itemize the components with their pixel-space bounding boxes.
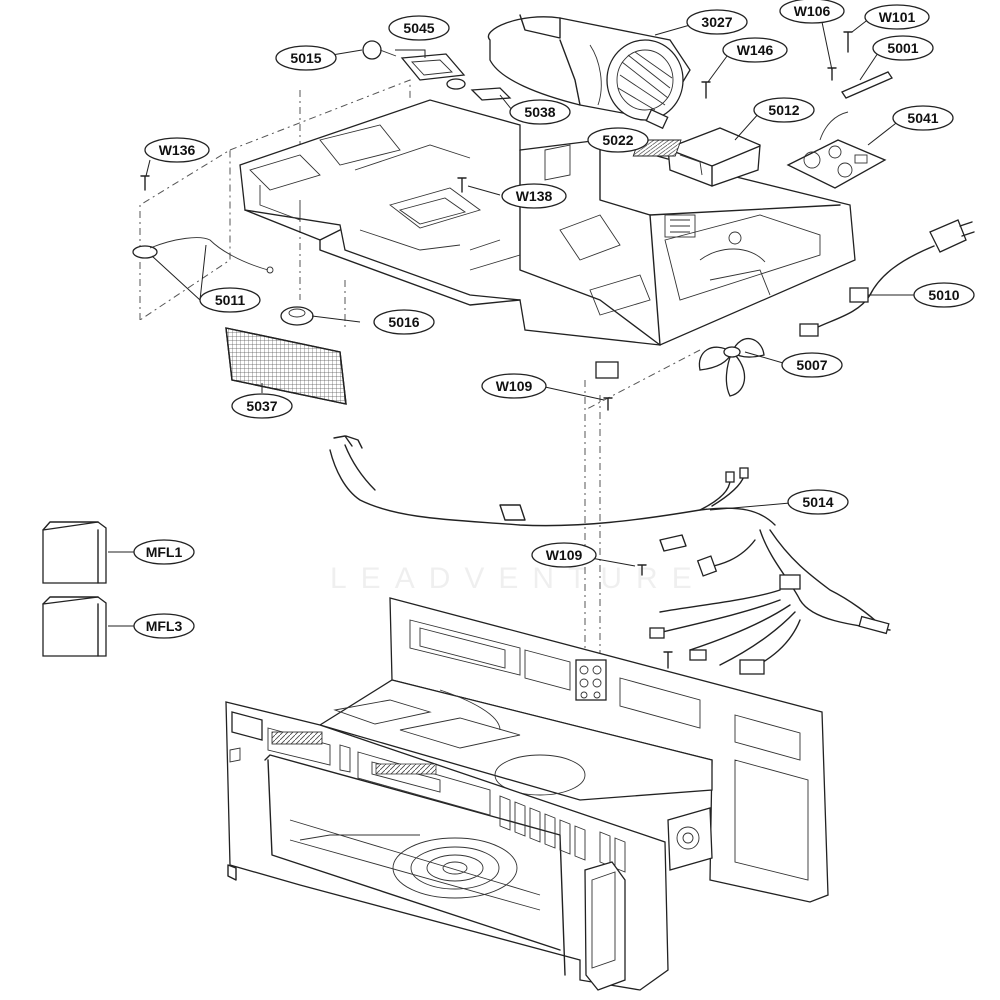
grease-filter-5037 — [225, 327, 347, 405]
callout-W146: W146 — [722, 37, 788, 63]
callout-label: 3027 — [701, 14, 732, 30]
callout-label: W106 — [794, 3, 831, 19]
callout-5022: 5022 — [587, 127, 649, 153]
callout-5010: 5010 — [913, 282, 975, 308]
callout-label: 5041 — [907, 110, 938, 126]
callout-label: W109 — [546, 547, 583, 563]
lamp-and-socket — [362, 40, 466, 90]
callout-W138: W138 — [501, 183, 567, 209]
callout-5014: 5014 — [787, 489, 849, 515]
callout-5041: 5041 — [892, 105, 954, 131]
callout-5012: 5012 — [753, 97, 815, 123]
callout-5015: 5015 — [275, 45, 337, 71]
manual-box-mfl3 — [42, 596, 107, 657]
callout-label: 5022 — [602, 132, 633, 148]
callout-label: 5038 — [524, 104, 555, 120]
callout-label: W101 — [879, 9, 916, 25]
thermostat-5016 — [280, 306, 314, 326]
connector-block — [595, 361, 619, 379]
circuit-board-5041 — [786, 111, 887, 189]
wire-harness-5014 — [329, 435, 891, 675]
top-chassis-plate — [239, 99, 856, 346]
clip-5038 — [470, 87, 512, 101]
callout-5045: 5045 — [388, 15, 450, 41]
callout-W101: W101 — [864, 4, 930, 30]
callout-label: 5010 — [928, 287, 959, 303]
callout-MFL3: MFL3 — [133, 613, 195, 639]
callout-5037: 5037 — [231, 393, 293, 419]
callout-label: W146 — [737, 42, 774, 58]
callout-label: MFL1 — [146, 544, 183, 560]
blower-motor-assembly — [487, 14, 691, 130]
callout-label: 5015 — [290, 50, 321, 66]
callout-label: W136 — [159, 142, 196, 158]
callout-label: W109 — [496, 378, 533, 394]
watermark-text: LEADVENTURE — [330, 562, 706, 595]
callout-label: 5011 — [215, 292, 246, 308]
callout-label: 5007 — [796, 357, 827, 373]
callout-W109-lower: W109 — [531, 542, 597, 568]
callout-label: W138 — [516, 188, 553, 204]
oven-cavity-body — [225, 597, 829, 991]
callout-5038: 5038 — [509, 99, 571, 125]
fan-blade-5007 — [698, 338, 765, 397]
callout-3027: 3027 — [686, 9, 748, 35]
callout-label: 5037 — [246, 398, 277, 414]
callout-5001: 5001 — [872, 35, 934, 61]
callout-5007: 5007 — [781, 352, 843, 378]
callout-label: 5001 — [887, 40, 918, 56]
callout-5016: 5016 — [373, 309, 435, 335]
callout-5011: 5011 — [199, 287, 261, 313]
sensor-5011 — [132, 237, 274, 274]
callout-label: 5045 — [403, 20, 434, 36]
callout-W136: W136 — [144, 137, 210, 163]
manual-box-mfl1 — [42, 521, 107, 584]
callout-MFL1: MFL1 — [133, 539, 195, 565]
rod-and-screws — [140, 31, 893, 669]
callout-W106: W106 — [779, 0, 845, 24]
callout-label: 5014 — [802, 494, 833, 510]
callout-W109-upper: W109 — [481, 373, 547, 399]
callout-label: 5012 — [768, 102, 799, 118]
callout-label: MFL3 — [146, 618, 183, 634]
callout-label: 5016 — [388, 314, 419, 330]
